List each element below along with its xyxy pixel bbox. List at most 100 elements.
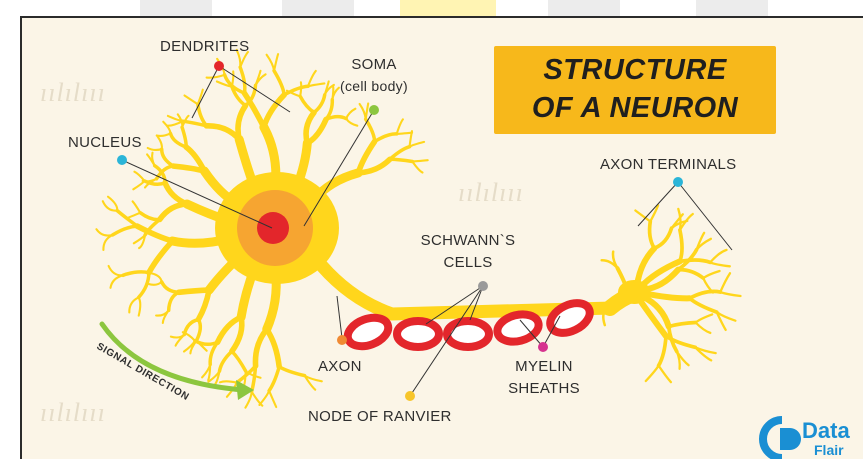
dendrite-branch <box>133 201 141 212</box>
dendrite-branch <box>659 366 671 383</box>
dendrite-branch <box>696 314 713 322</box>
dendrite-branch <box>220 381 237 382</box>
dendrite-branch <box>162 282 179 292</box>
logo-text-flair: Flair <box>814 442 844 458</box>
label-schwann-cells: CELLS <box>414 254 522 271</box>
dendrite-branch <box>678 270 703 279</box>
myelin-sheath-ring <box>447 321 489 347</box>
dendrite-branch <box>103 235 112 250</box>
dendrite-branch <box>269 367 279 391</box>
dendrite-branch <box>267 329 280 366</box>
dendrite-branch <box>184 320 198 335</box>
soma-marker <box>369 105 379 115</box>
dendrite-branch <box>375 134 397 142</box>
dendrite-branch <box>171 335 184 338</box>
dendrite-branch <box>259 391 269 405</box>
dendrite-branch <box>149 241 173 273</box>
dendrite-branch <box>274 54 278 71</box>
dendrite-branch <box>690 298 717 312</box>
dendrite-branch <box>148 148 162 150</box>
dendrite-branch <box>264 95 284 127</box>
dendrite-branch <box>710 262 730 266</box>
dendrite-branch <box>162 149 174 166</box>
dendrite-branch <box>152 273 162 282</box>
dendrite-branch <box>140 213 160 220</box>
label-node-of-ranvier: NODE OF RANVIER <box>308 408 452 425</box>
dendrite-branch <box>690 291 721 298</box>
dendrite-branch <box>157 133 171 136</box>
dendrite-branch <box>397 119 403 134</box>
title-line-1: STRUCTURE <box>494 54 776 87</box>
diagram-card: ıılılııı ıılılııı ıılılııı <box>20 16 863 459</box>
myelin-sheath-ring <box>397 321 439 347</box>
title-box: STRUCTURE OF A NEURON <box>494 46 776 134</box>
label-myelin-sheaths: SHEATHS <box>496 380 592 397</box>
dendrite-branch <box>397 133 412 134</box>
dendrite-branch <box>165 183 187 204</box>
dendrite-branch <box>207 126 240 140</box>
dendrite-branch <box>346 119 357 126</box>
nucleus-shape <box>257 212 289 244</box>
dendrite-branch <box>267 55 275 71</box>
dendrite-branch <box>183 332 195 341</box>
dendrite-branch <box>412 162 422 173</box>
dendrite-branch <box>109 266 123 275</box>
dendrite-branch <box>255 329 266 366</box>
dendrite-branch <box>220 351 232 371</box>
dendrite-branch <box>680 230 682 261</box>
dendrite-branch <box>279 367 304 376</box>
dendrite-branch <box>196 320 200 341</box>
dendrite-branch <box>111 275 124 288</box>
label-axon: AXON <box>318 358 362 375</box>
dendrite-branch <box>659 336 666 365</box>
label-schwann: SCHWANN`S <box>414 232 522 249</box>
dendrite-branch <box>185 96 198 105</box>
dendrite-branch <box>134 172 144 181</box>
dendrite-branch <box>308 83 324 86</box>
dendrite-branch <box>410 142 425 147</box>
label-soma: SOMA <box>326 56 422 73</box>
dendrite-branch <box>179 290 209 292</box>
dendrite-branch <box>644 293 690 298</box>
label-dendrites: DENDRITES <box>160 38 249 55</box>
dendrite-branch <box>207 75 225 78</box>
title-line-2: OF A NEURON <box>494 92 776 125</box>
label-soma-subtitle: (cell body) <box>326 78 422 94</box>
dendrite-branch <box>274 71 284 95</box>
dendrite-branch <box>650 221 655 248</box>
nucleus-marker <box>117 155 127 165</box>
dendrite-branch <box>198 290 209 319</box>
label-myelin: MYELIN <box>496 358 592 375</box>
logo-text-data: Data <box>802 418 850 444</box>
dendrite-branch <box>195 341 218 344</box>
dendrite-branch <box>635 211 650 222</box>
dataflair-logo: Data Flair <box>758 416 863 459</box>
dendrite-branch <box>680 260 710 262</box>
myelin-sheath-ring <box>344 313 392 352</box>
dendrite-branch <box>314 95 325 113</box>
dendrite-branch <box>137 226 172 241</box>
dendrite-branch <box>252 392 263 406</box>
dendrite-branch <box>169 292 179 310</box>
dendrite-branch <box>390 159 413 161</box>
dendrite-branch <box>232 351 246 371</box>
dendrite-branch <box>710 250 726 263</box>
label-nucleus: NUCLEUS <box>68 134 142 151</box>
dendrite-branch <box>300 82 301 96</box>
axon-marker <box>337 335 347 345</box>
signal-direction-label: SIGNAL DIRECTION <box>95 341 191 403</box>
dendrite-branch <box>139 297 141 315</box>
dendrite-branch <box>113 226 138 235</box>
label-axon-terminals: AXON TERMINALS <box>600 156 736 173</box>
schwann-cells-marker <box>478 281 488 291</box>
dendrite-branch <box>145 181 166 184</box>
dendrite-branch <box>160 204 187 220</box>
dendrite-branch <box>127 213 140 218</box>
dendrite-branch <box>646 366 659 381</box>
dendrite-branch <box>412 160 427 161</box>
dendrite-branch <box>139 273 149 298</box>
dendrite-branch <box>269 391 276 407</box>
dendrite-branch <box>346 109 355 119</box>
dendrite-branch <box>669 323 696 327</box>
